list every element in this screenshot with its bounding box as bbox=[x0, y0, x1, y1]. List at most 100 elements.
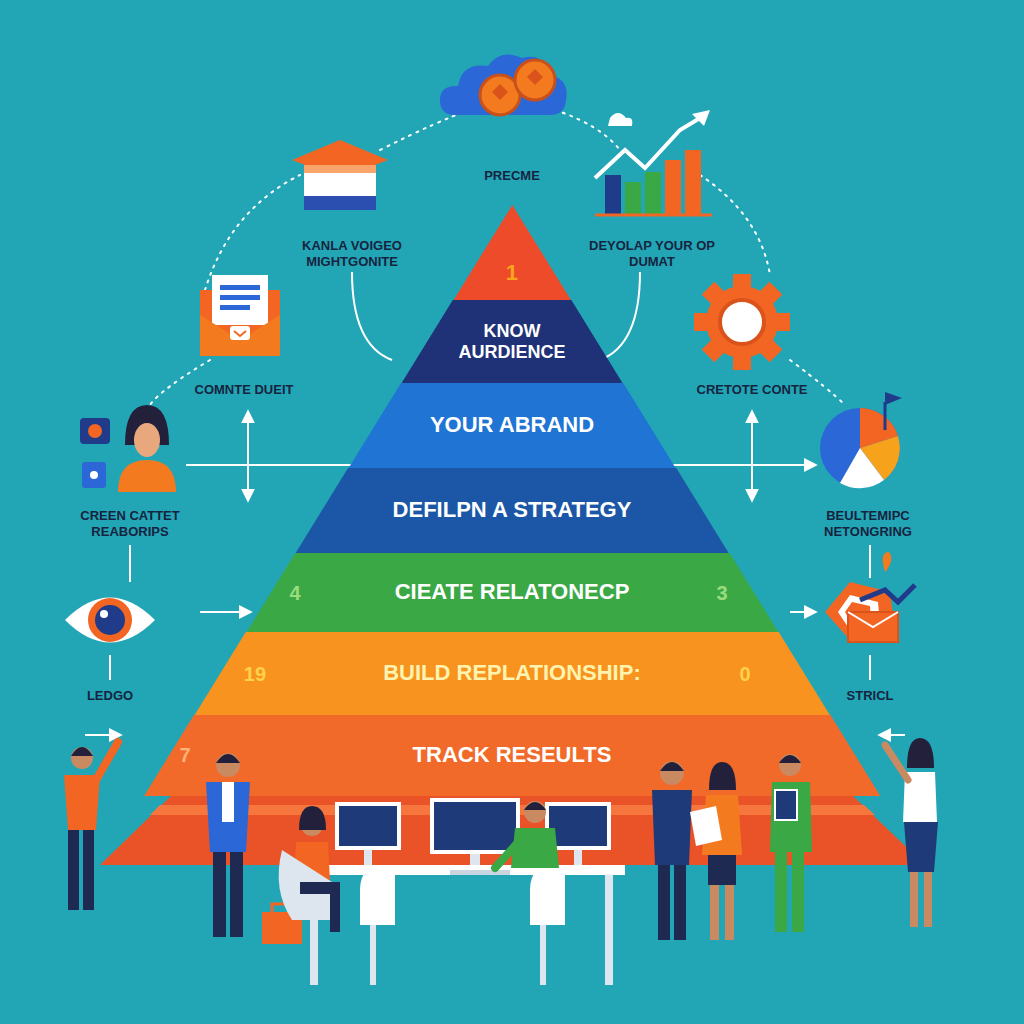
band-label: KNOW AURDIENCE bbox=[401, 321, 623, 361]
drawing-part bbox=[68, 830, 79, 910]
cloud-coins-icon bbox=[440, 54, 632, 126]
drawing-part bbox=[924, 872, 932, 927]
drawing-part bbox=[492, 69, 543, 100]
drawing-part bbox=[222, 782, 234, 822]
drawing-part bbox=[380, 110, 470, 150]
band-fill bbox=[453, 205, 572, 301]
drawing-part bbox=[335, 802, 401, 850]
drawing-part bbox=[109, 655, 111, 680]
drawing-part bbox=[220, 305, 250, 310]
side-number: 3 bbox=[716, 581, 727, 604]
drawing-part bbox=[216, 754, 240, 763]
gear-icon bbox=[694, 274, 790, 370]
drawing-part bbox=[600, 272, 640, 360]
drawing-part bbox=[530, 865, 565, 925]
drawing-part bbox=[206, 782, 250, 852]
drawing-part bbox=[292, 140, 388, 178]
drawing-part bbox=[751, 412, 753, 500]
drawing-part bbox=[660, 761, 684, 785]
band-label: DEFILPN A STRATEGY bbox=[295, 498, 729, 523]
drawing-part bbox=[910, 872, 918, 927]
callout-label: COMNTE DUEIT bbox=[179, 382, 309, 398]
drawing-part bbox=[82, 462, 106, 488]
drawing-part bbox=[690, 806, 722, 846]
drawing-part bbox=[364, 850, 372, 865]
drawing-part bbox=[540, 925, 546, 985]
band-fill bbox=[144, 715, 880, 796]
drawing-part bbox=[524, 802, 546, 810]
drawing-part bbox=[709, 762, 736, 790]
side-number: 19 bbox=[244, 662, 266, 685]
drawing-part bbox=[100, 610, 108, 618]
drawing-part bbox=[848, 612, 898, 642]
growth-chart-icon bbox=[595, 110, 712, 215]
drawing-part bbox=[779, 754, 801, 776]
drawing-part bbox=[65, 598, 155, 643]
drawing-part bbox=[339, 806, 397, 846]
drawing-part bbox=[869, 545, 871, 578]
band-label: TRACK RESEULTS bbox=[144, 743, 880, 768]
drawing-part bbox=[434, 802, 516, 850]
target-icon bbox=[825, 552, 915, 642]
pyramid-band: DEFILPN A STRATEGY bbox=[295, 468, 729, 553]
drawing-part bbox=[330, 882, 340, 932]
pyramid-band: YOUR ABRAND bbox=[348, 383, 676, 468]
drawing-part bbox=[608, 113, 632, 126]
pyramid-apex: 1 bbox=[453, 205, 572, 300]
drawing-part bbox=[90, 471, 98, 479]
callout-label: CREEN CATTET REABORIPS bbox=[65, 508, 195, 539]
drawing-part bbox=[779, 755, 801, 763]
drawing-part bbox=[658, 865, 670, 940]
person-standing-man bbox=[652, 761, 692, 940]
drawing-part bbox=[790, 611, 815, 613]
drawing-part bbox=[304, 165, 376, 173]
drawing-part bbox=[200, 315, 280, 356]
band-label: BUILD REPLATIONSHIP: bbox=[194, 661, 830, 686]
drawing-part bbox=[820, 408, 900, 488]
drawing-part bbox=[220, 295, 260, 300]
band-fill bbox=[194, 632, 830, 716]
callout-label: STRICL bbox=[825, 688, 915, 704]
drawing-part bbox=[720, 300, 764, 344]
drawing-part bbox=[595, 115, 705, 178]
drawing-part bbox=[775, 790, 797, 820]
pie-chart-icon bbox=[820, 392, 902, 488]
drawing-part bbox=[907, 738, 934, 768]
drawing-part bbox=[220, 285, 260, 290]
dotted-arcs bbox=[150, 110, 845, 405]
drawing-part bbox=[700, 175, 770, 275]
drawing-part bbox=[694, 274, 790, 370]
drawing-part bbox=[430, 798, 520, 854]
eye-icon bbox=[65, 598, 155, 643]
drawing-part bbox=[708, 855, 736, 885]
callout-label: DEYOLAP YOUR OP DUMAT bbox=[577, 238, 727, 269]
band-label: CIEATE RELATONECP bbox=[246, 580, 779, 605]
person-seated-woman bbox=[279, 806, 340, 932]
drawing-part bbox=[848, 612, 898, 627]
drawing-part bbox=[71, 747, 93, 756]
drawing-part bbox=[304, 196, 376, 210]
drawing-part bbox=[574, 850, 582, 865]
drawing-part bbox=[234, 331, 246, 336]
callout-label: PRECME bbox=[452, 168, 572, 184]
person-left-pointing bbox=[64, 742, 118, 910]
drawing-part bbox=[775, 852, 787, 932]
drawing-part bbox=[660, 762, 684, 771]
drawing-part bbox=[95, 605, 125, 635]
drawing-part bbox=[692, 110, 710, 126]
callout-label: LEDGO bbox=[70, 688, 150, 704]
step-number: 1 bbox=[453, 261, 572, 286]
drawing-part bbox=[625, 182, 641, 215]
drawing-part bbox=[440, 54, 567, 115]
drawing-part bbox=[352, 272, 392, 360]
drawing-part bbox=[470, 854, 480, 865]
pyramid-band: KNOW AURDIENCE bbox=[401, 300, 623, 383]
drawing-part bbox=[652, 790, 692, 865]
drawing-part bbox=[860, 585, 915, 602]
drawing-part bbox=[605, 175, 621, 215]
pyramid-band: CIEATE RELATONECP43 bbox=[246, 553, 779, 632]
drawing-part bbox=[205, 175, 300, 290]
drawing-part bbox=[885, 745, 908, 780]
drawing-part bbox=[80, 418, 110, 444]
drawing-part bbox=[595, 214, 712, 217]
